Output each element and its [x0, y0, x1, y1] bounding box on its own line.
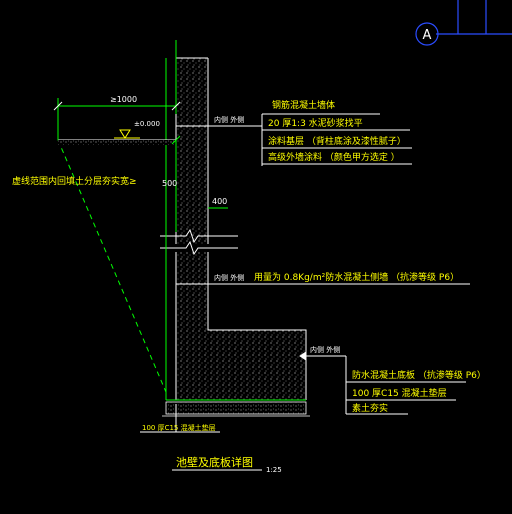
width-dimension-text: ≥1000 [110, 95, 137, 104]
cushion-leader [140, 404, 220, 433]
slab-layer-2: 素土夯实 [352, 402, 388, 414]
drawing-title: 池壁及底板详图 [176, 455, 253, 469]
axis-bubble: A [415, 22, 439, 46]
wall-layer-2: 涂料基层 （背柱底涂及漆性腻子） [268, 135, 406, 147]
slab-layer-1: 100 厚C15 混凝土垫层 [352, 387, 447, 399]
depth-400-text: 400 [212, 197, 227, 206]
inner-outer-label-2: 内侧 外侧 [214, 273, 244, 282]
grid-lines [436, 0, 512, 35]
top-dimension: ≥1000 [53, 40, 181, 140]
slab-leader [299, 351, 466, 415]
backfill-note: 虚线范围内回填土分层夯实宽≥ [12, 175, 137, 187]
wall-layer-1: 20 厚1:3 水泥砂浆找平 [268, 117, 363, 129]
slab-layer-0: 防水混凝土底板 （抗渗等级 P6） [352, 369, 486, 381]
break-line [160, 228, 238, 256]
ground: ±0.000 [58, 120, 176, 145]
inner-outer-label-3: 内侧 外侧 [310, 345, 340, 354]
wall-layer-3: 高级外墙涂料 （颜色甲方选定 ） [268, 151, 400, 163]
drawing-scale: 1:25 [266, 466, 282, 474]
wall-material-text: 用量为 0.8Kg/m²防水混凝土侧墙 （抗渗等级 P6） [254, 271, 459, 283]
vertical-dimension [171, 135, 181, 232]
cushion-label: 100 厚C15 混凝土垫层 [142, 423, 216, 432]
membrane-line [165, 58, 306, 401]
elevation-label: ±0.000 [134, 120, 160, 128]
depth-500-text: 500 [162, 179, 177, 188]
axis-bubble-label: A [423, 28, 432, 43]
backfill-boundary [57, 139, 167, 393]
inner-outer-label-1: 内侧 外侧 [214, 115, 244, 124]
wall-layer-0: 钢筋混凝土墙体 [272, 99, 335, 111]
cushion-layer [162, 401, 310, 417]
wall-layer-leader [176, 113, 412, 166]
